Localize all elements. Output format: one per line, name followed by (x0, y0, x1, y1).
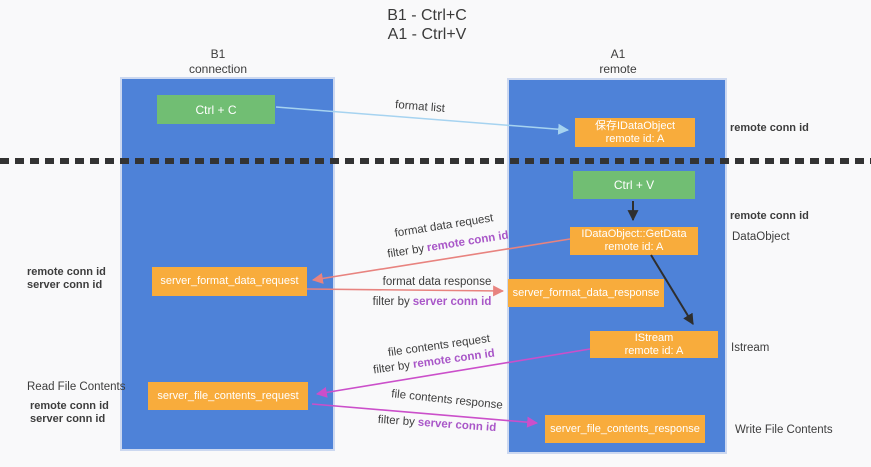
column-b1-title: B1 (210, 47, 226, 61)
server-file-contents-request-box: server_file_contents_request (148, 382, 308, 410)
server-format-data-response-box: server_format_data_response (508, 279, 664, 307)
server-file-contents-request-label: server_file_contents_request (157, 389, 299, 402)
server-format-data-request-box: server_format_data_request (152, 267, 307, 296)
column-header-a1: A1 remote (599, 47, 636, 77)
istream-line2: remote id: A (624, 344, 684, 357)
format-data-response-arrow (306, 285, 505, 297)
server-conn-id-text: server conn id (412, 296, 492, 308)
file-contents-response-label: file contents response (390, 388, 504, 412)
conn-id-pair-bottom: remote conn id server conn id (30, 400, 109, 426)
ctrl-c-label: Ctrl + C (195, 102, 237, 117)
ctrl-v-label: Ctrl + V (613, 178, 655, 192)
format-data-response-label: format data response (382, 276, 492, 288)
idataobject-getdata-box: IDataObject::GetData remote id: A (570, 227, 698, 255)
server-conn-id-text: server conn id (417, 416, 497, 435)
remote-conn-id-annotation-top: remote conn id (730, 122, 809, 134)
dataobject-annotation: DataObject (732, 231, 790, 243)
ctrl-c-box: Ctrl + C (157, 95, 275, 124)
read-file-contents-annotation: Read File Contents (27, 381, 126, 393)
page-title: B1 - Ctrl+C A1 - Ctrl+V (387, 6, 467, 44)
filter-by-text: filter by (372, 359, 411, 377)
filter-by-text: filter by (372, 296, 410, 308)
istream-line1: IStream (634, 331, 674, 344)
column-a1-subtitle: remote (599, 62, 637, 76)
save-idataobject-box: 保存IDataObject remote id: A (575, 118, 695, 147)
column-b1-subtitle: connection (188, 62, 248, 76)
filter-by-text: filter by (377, 413, 416, 429)
column-header-b1: B1 connection (189, 47, 247, 77)
save-idataobject-line2: remote id: A (605, 132, 665, 145)
session-divider-dashed-line (0, 158, 871, 164)
remote-conn-id-annotation-left: remote conn id (27, 266, 106, 278)
server-conn-id-annotation-left2: server conn id (30, 413, 106, 425)
remote-conn-id-annotation-mid: remote conn id (730, 210, 809, 222)
save-idataobject-line1: 保存IDataObject (594, 119, 676, 132)
column-a1-title: A1 (610, 47, 626, 61)
title-line-2: A1 - Ctrl+V (387, 26, 467, 43)
server-file-contents-response-label: server_file_contents_response (550, 422, 700, 435)
server-format-data-response-label: server_format_data_response (512, 286, 660, 299)
remote-conn-id-annotation-left2: remote conn id (30, 400, 109, 412)
istream-annotation: Istream (731, 342, 770, 354)
format-list-label: format list (394, 99, 446, 115)
filter-by-text: filter by (386, 242, 426, 261)
server-file-contents-response-box: server_file_contents_response (545, 415, 705, 443)
getdata-line2: remote id: A (604, 241, 664, 253)
server-format-data-request-label: server_format_data_request (160, 275, 299, 287)
server-conn-id-annotation-left: server conn id (27, 279, 103, 291)
remote-conn-id-text: remote conn id (426, 229, 510, 255)
ctrl-v-box: Ctrl + V (573, 171, 695, 199)
getdata-line1: IDataObject::GetData (581, 228, 687, 240)
title-line-1: B1 - Ctrl+C (387, 7, 467, 24)
write-file-contents-annotation: Write File Contents (735, 424, 833, 436)
istream-box: IStream remote id: A (590, 331, 718, 358)
conn-id-pair-top: remote conn id server conn id (27, 266, 106, 292)
